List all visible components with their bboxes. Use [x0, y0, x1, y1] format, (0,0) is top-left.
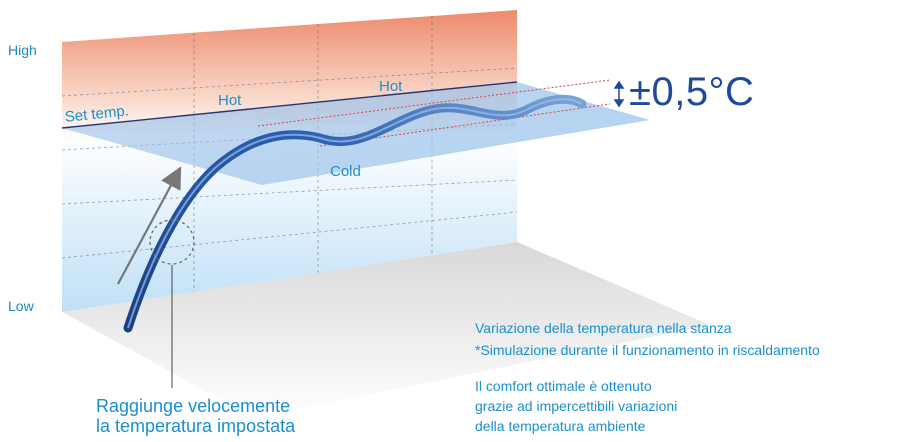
comfort-note-line1: Il comfort ottimale è ottenuto: [475, 378, 652, 394]
variation-note-line1: Variazione della temperatura nella stanz…: [475, 320, 732, 336]
set-temp-plane: [62, 82, 650, 185]
cold-label: Cold: [330, 163, 361, 180]
callout-line1: Raggiunge velocemente: [96, 396, 291, 416]
temperature-curve-highlight: [127, 98, 583, 329]
comfort-note-line2: grazie ad impercettibili variazioni: [475, 398, 678, 414]
fast-rise-highlight: [149, 219, 195, 265]
tolerance-arrow-icon: [613, 80, 625, 108]
axis-high-label: High: [8, 42, 37, 58]
callout-line2: la temperatura impostata: [96, 416, 296, 436]
axis-low-label: Low: [8, 298, 34, 314]
hot-label-1: Hot: [218, 92, 242, 109]
tolerance-value: ±0,5°C: [629, 70, 755, 114]
comfort-note-line3: della temperatura ambiente: [475, 418, 646, 434]
rising-arrow: [117, 166, 182, 285]
floor-plane: [62, 242, 710, 418]
set-temp-line: [61, 81, 518, 129]
variation-note-line2: *Simulazione durante il funzionamento in…: [475, 342, 820, 358]
hot-label-2: Hot: [379, 78, 403, 95]
